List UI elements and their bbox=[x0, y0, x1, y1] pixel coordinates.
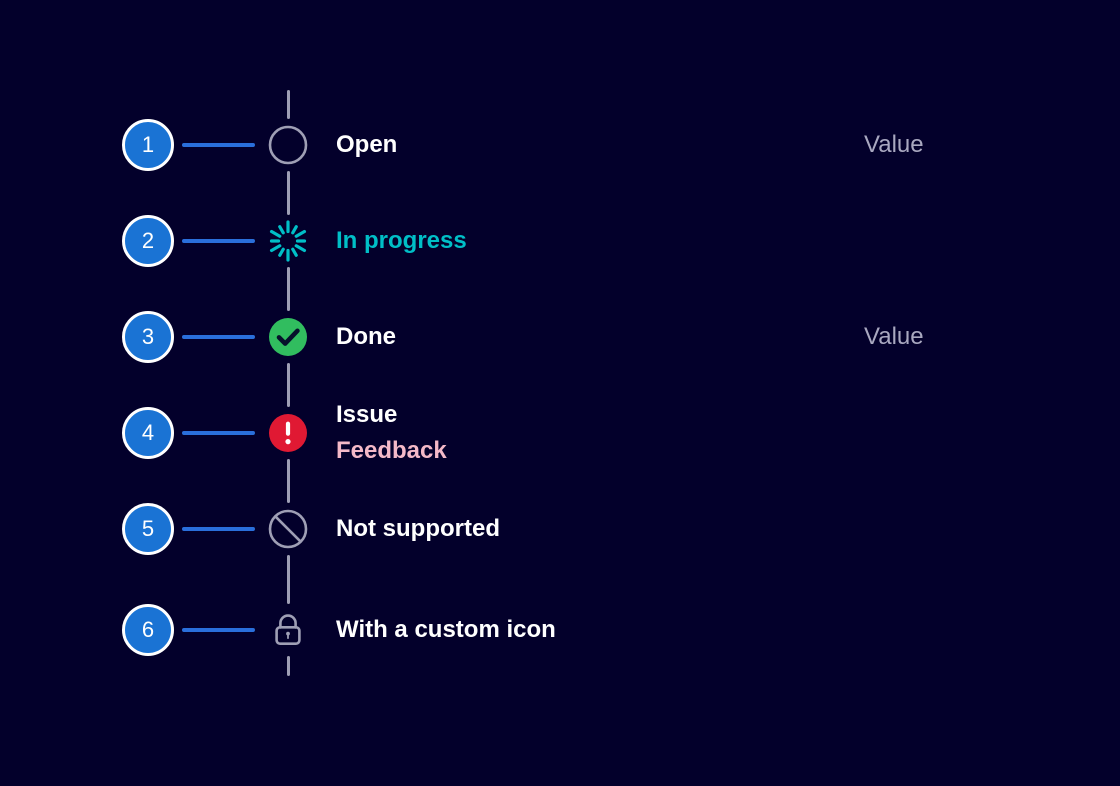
timeline-row[interactable]: 3 Done Value bbox=[0, 305, 1120, 369]
timeline-rail-segment bbox=[287, 363, 290, 407]
badge-connector-line bbox=[182, 335, 255, 339]
step-number-badge[interactable]: 2 bbox=[122, 215, 174, 267]
row-value-text: Value bbox=[864, 323, 924, 350]
not-supported-icon bbox=[265, 506, 311, 552]
status-label: Feedback bbox=[336, 437, 447, 464]
open-circle-icon bbox=[265, 122, 311, 168]
timeline-row[interactable]: 6 With a custom icon bbox=[0, 598, 1120, 662]
badge-connector-line bbox=[182, 239, 255, 243]
badge-connector-line bbox=[182, 628, 255, 632]
step-number-badge[interactable]: 5 bbox=[122, 503, 174, 555]
timeline-rail-segment bbox=[287, 171, 290, 215]
badge-connector-line bbox=[182, 527, 255, 531]
timeline-rail-segment bbox=[287, 267, 290, 311]
step-number-badge[interactable]: 4 bbox=[122, 407, 174, 459]
lock-icon bbox=[265, 607, 311, 653]
timeline-rail-segment bbox=[287, 555, 290, 604]
done-check-icon bbox=[265, 314, 311, 360]
status-label: Issue bbox=[336, 401, 398, 428]
timeline-row[interactable]: 1 Open Value bbox=[0, 113, 1120, 177]
issue-exclamation-icon bbox=[265, 410, 311, 456]
timeline-rail-segment bbox=[287, 90, 290, 119]
step-number-badge[interactable]: 1 bbox=[122, 119, 174, 171]
timeline-rail-segment bbox=[287, 459, 290, 503]
status-label: Open bbox=[336, 131, 398, 158]
status-label: With a custom icon bbox=[336, 616, 556, 643]
badge-connector-line bbox=[182, 431, 255, 435]
badge-connector-line bbox=[182, 143, 255, 147]
timeline-row[interactable]: 5 Not supported bbox=[0, 497, 1120, 561]
status-label: Not supported bbox=[336, 515, 500, 542]
status-label-group: Done bbox=[336, 319, 396, 355]
timeline-rail-segment bbox=[287, 656, 290, 676]
status-label-group: Open bbox=[336, 127, 397, 163]
status-label-group: With a custom icon bbox=[336, 612, 556, 648]
step-number-badge[interactable]: 3 bbox=[122, 311, 174, 363]
step-number-badge[interactable]: 6 bbox=[122, 604, 174, 656]
status-label: In progress bbox=[336, 227, 467, 254]
row-value-text: Value bbox=[864, 131, 924, 158]
timeline-row[interactable]: 2 In progress bbox=[0, 209, 1120, 273]
status-label: Done bbox=[336, 323, 396, 350]
in-progress-spinner-icon bbox=[265, 218, 311, 264]
status-label-group: Not supported bbox=[336, 511, 500, 547]
status-label-group: In progress bbox=[336, 223, 467, 259]
